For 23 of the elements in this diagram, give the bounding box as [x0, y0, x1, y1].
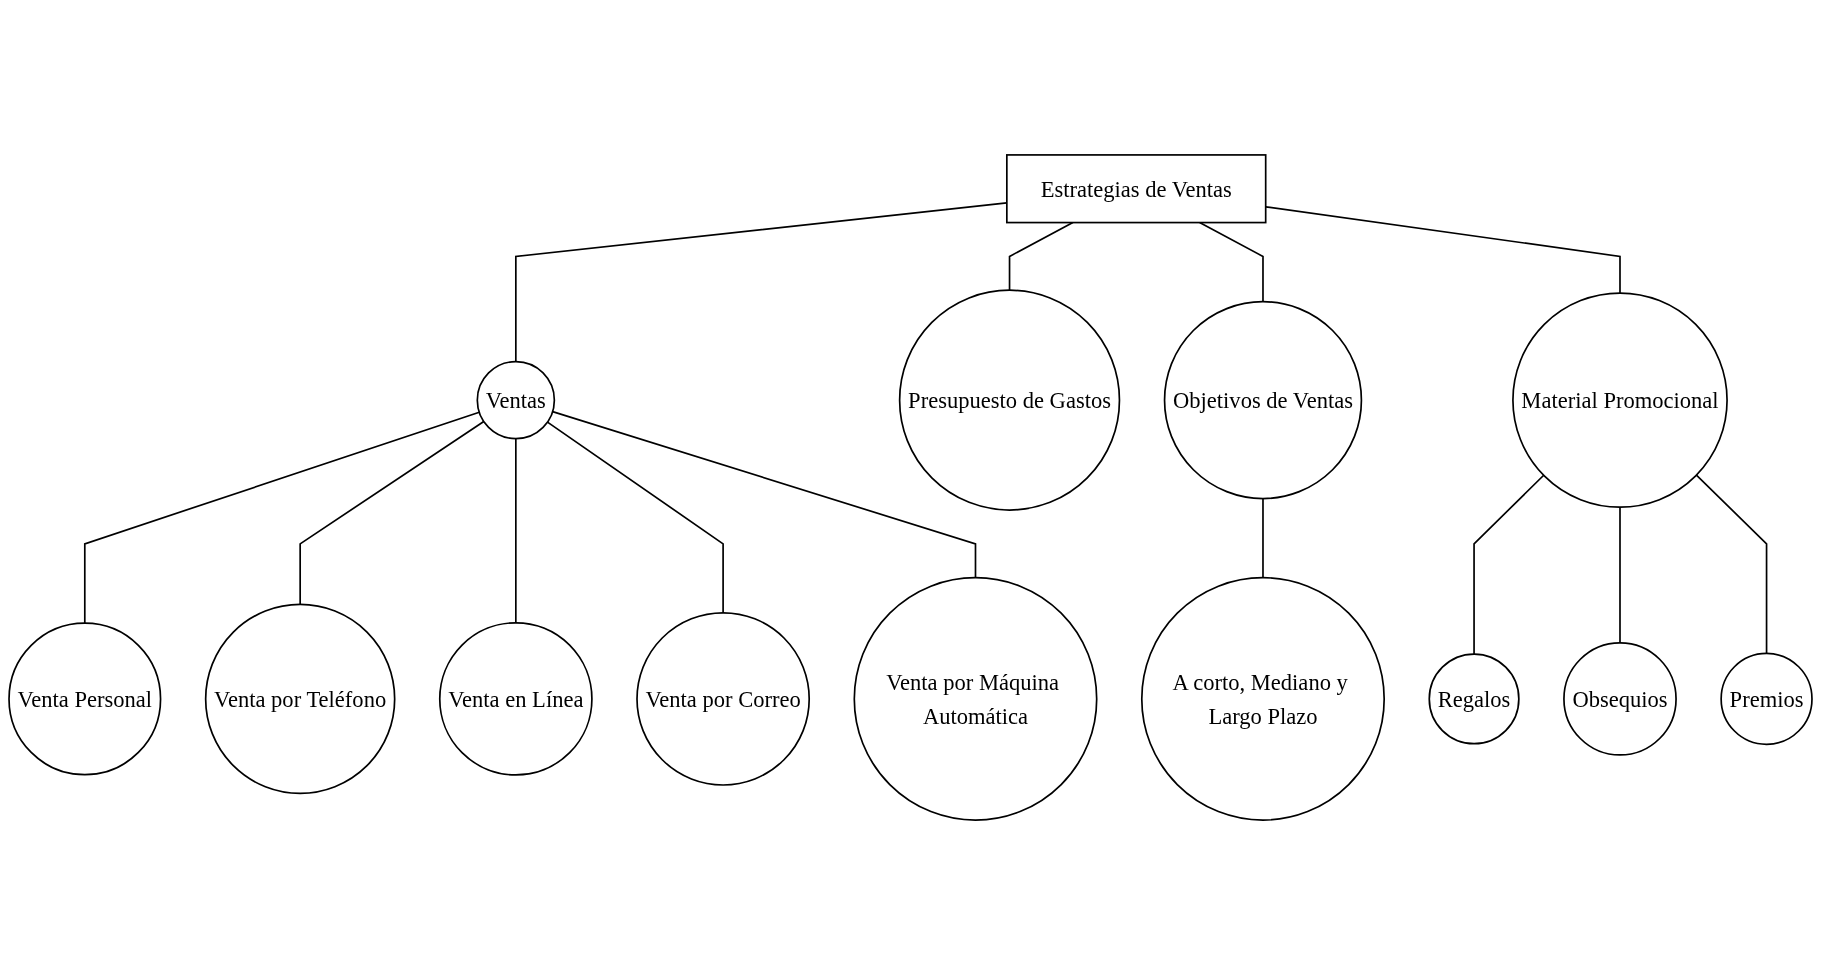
connector	[551, 410, 977, 579]
node-circle: Premios	[1720, 652, 1813, 746]
node-circle: Venta por Correo	[636, 611, 811, 786]
connector	[546, 421, 724, 614]
node-circle: Objetivos de Ventas	[1163, 300, 1363, 500]
node-circle: Venta Personal	[8, 622, 162, 776]
node-circle: Regalos	[1428, 653, 1520, 745]
connector	[515, 437, 517, 624]
connector	[1262, 497, 1264, 579]
node-circle: Venta por Teléfono	[204, 603, 396, 795]
node-circle: Ventas	[476, 360, 556, 440]
node-circle: Venta en Línea	[438, 621, 593, 776]
connector	[1008, 221, 1074, 292]
node-circle: Obsequios	[1563, 641, 1677, 756]
connector	[1473, 474, 1545, 655]
connector	[1619, 506, 1621, 644]
node-circle: Material Promocional	[1512, 292, 1728, 509]
node-circle: Presupuesto de Gastos	[898, 289, 1121, 511]
node-circle: Venta por Máquina Automática	[853, 576, 1098, 821]
connector	[299, 420, 485, 606]
connector	[1695, 474, 1768, 655]
node-circle: A corto, Mediano y Largo Plazo	[1140, 576, 1386, 821]
node-box: Estrategias de Ventas	[1006, 154, 1267, 224]
